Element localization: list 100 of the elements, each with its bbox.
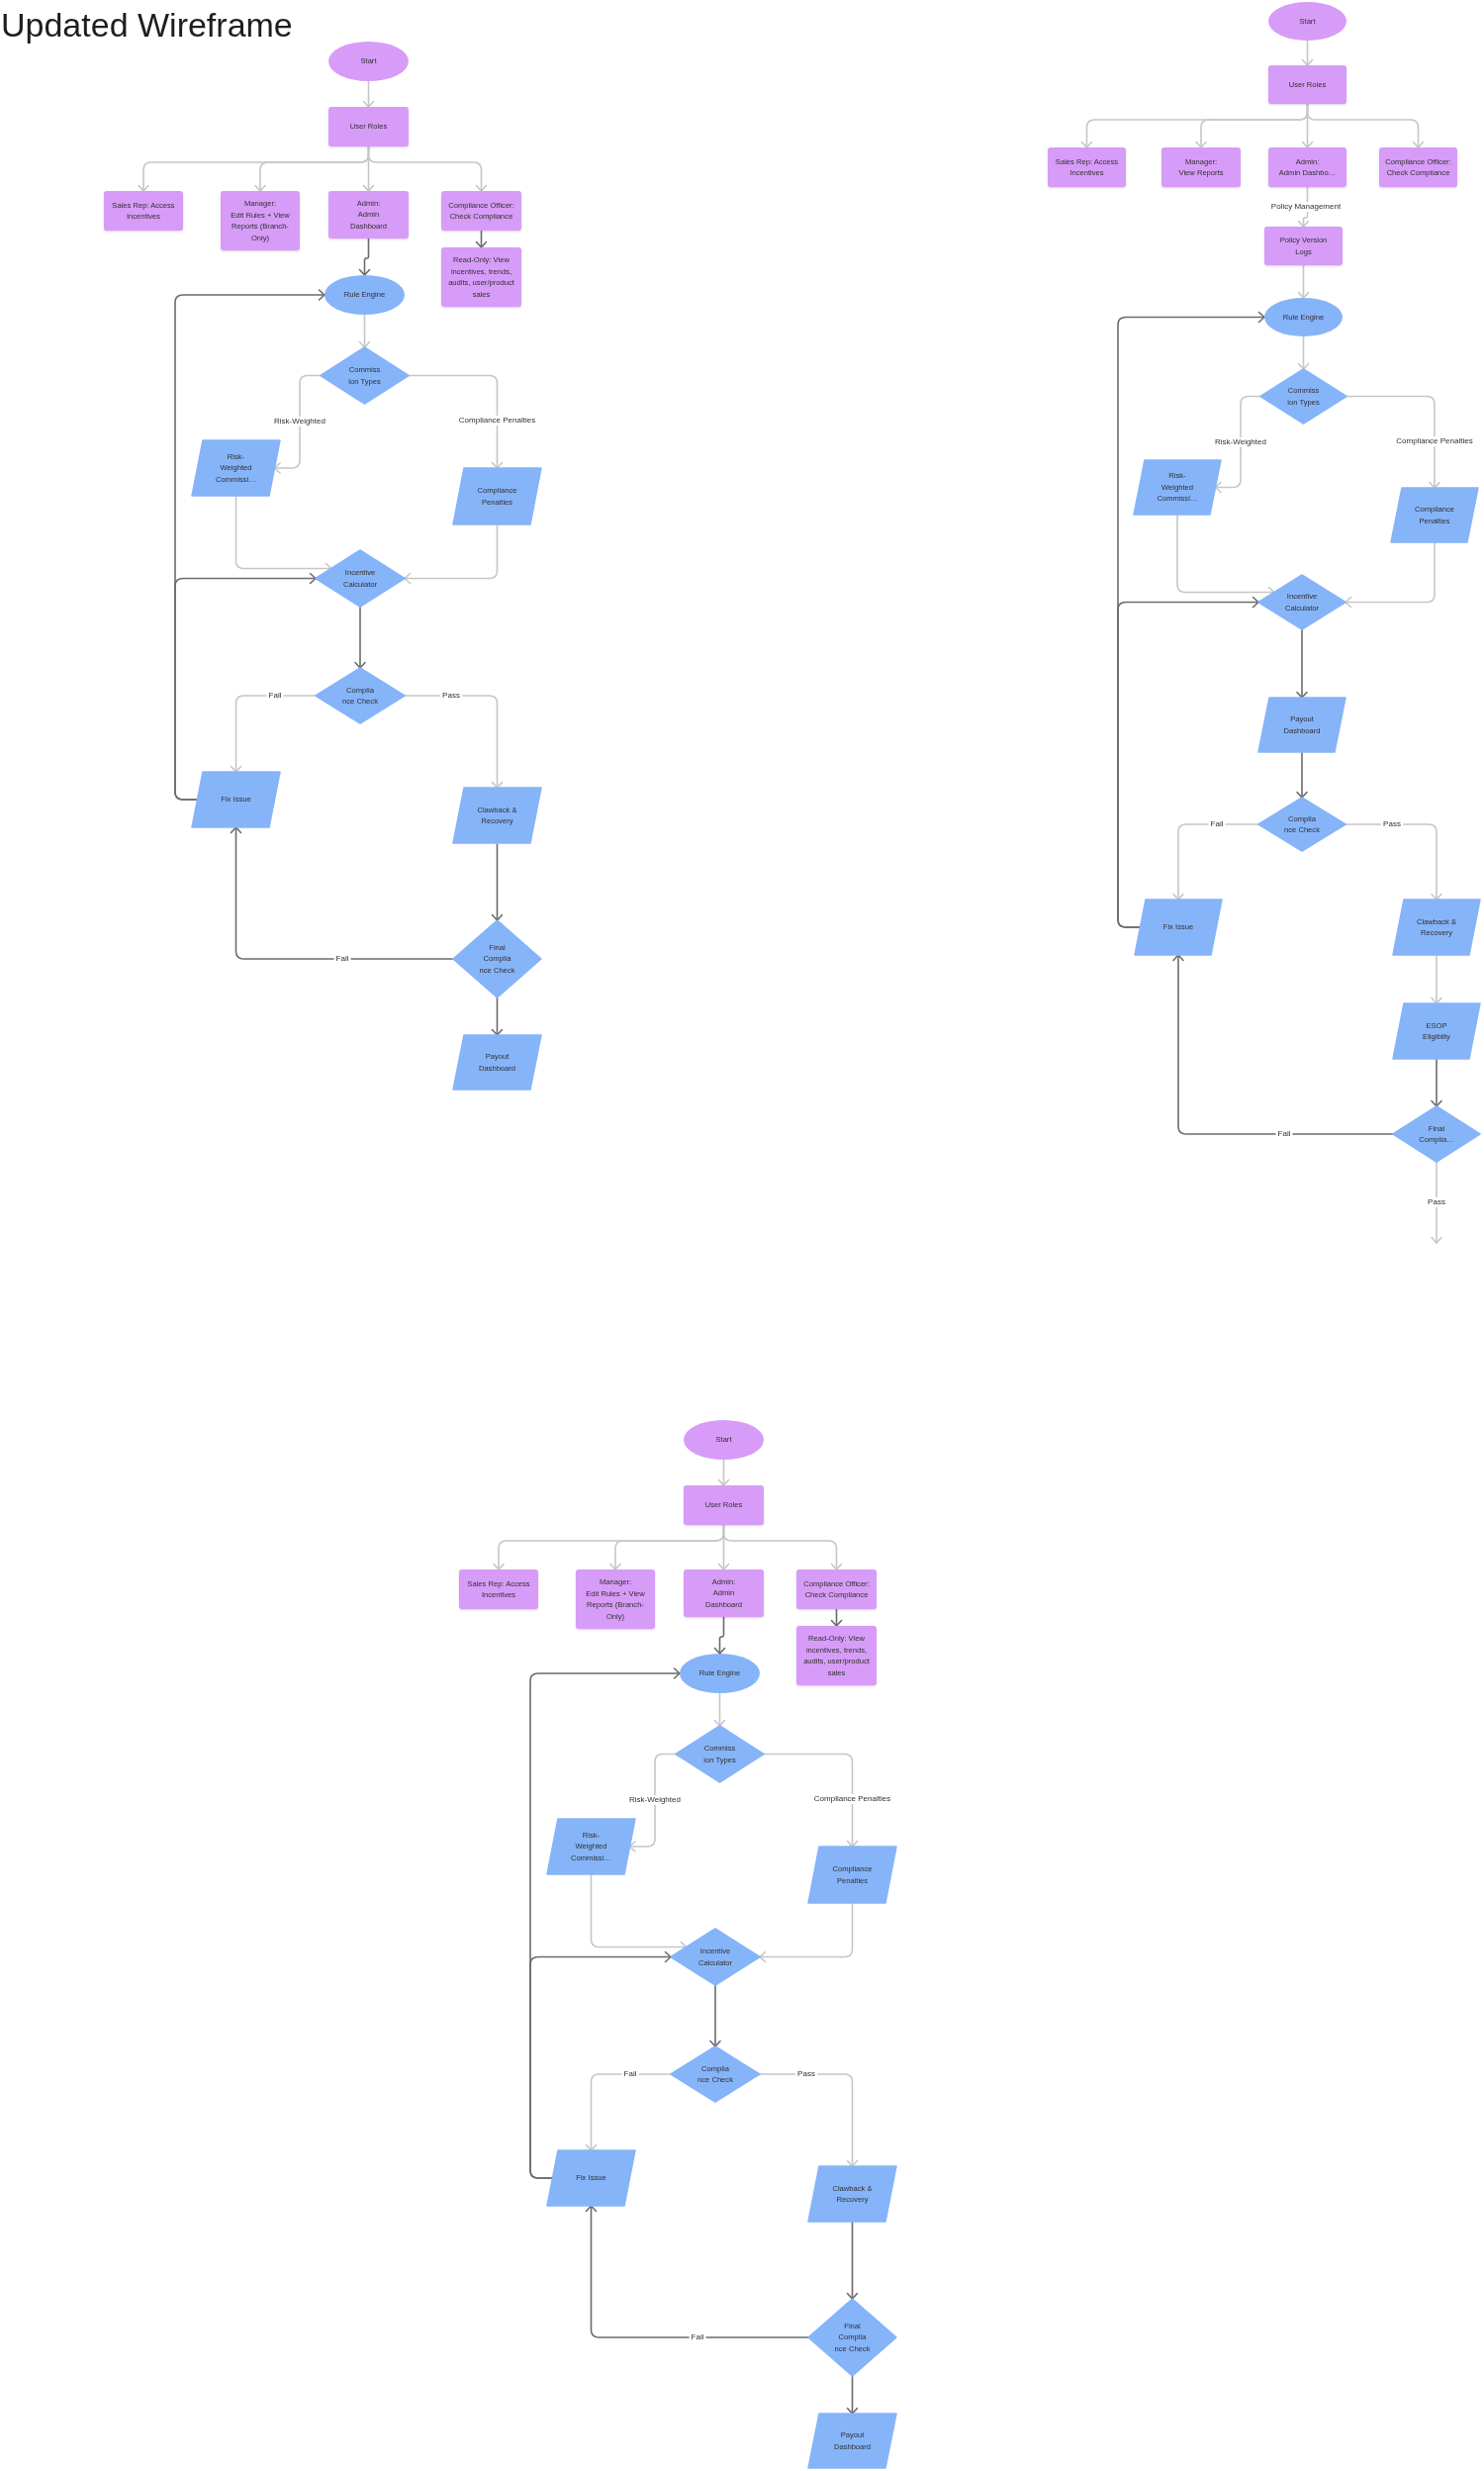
process-box: [459, 1569, 538, 1609]
flow-arrow: [1431, 954, 1442, 1004]
process-box: [684, 1569, 764, 1617]
edge-label: Compliance Penalties: [456, 416, 538, 426]
decision-diamond: [1258, 575, 1345, 629]
data-parallelogram: [453, 788, 541, 843]
flow-arrow: [1172, 823, 1259, 901]
flow-arrow: [1345, 823, 1442, 901]
decision-diamond: [671, 1929, 760, 1985]
data-parallelogram: [1391, 488, 1478, 542]
flow-arrow: [585, 2073, 672, 2151]
process-box: [1161, 147, 1241, 187]
flow-arrow: [713, 1692, 726, 1727]
flow-arrow: [1345, 541, 1436, 609]
decision-diamond: [808, 2299, 896, 2376]
decision-diamond: [321, 347, 409, 404]
flow-arrow: [404, 695, 504, 789]
flow-arrow: [1296, 751, 1308, 799]
flow-arrow: [1297, 264, 1310, 299]
decision-diamond: [676, 1726, 764, 1782]
flow-arrow: [1306, 103, 1425, 148]
data-parallelogram: [1135, 900, 1222, 955]
flow-arrow: [174, 572, 317, 801]
flow-arrow: [1214, 395, 1261, 494]
flow-arrow: [230, 695, 317, 773]
flow-arrow: [529, 1950, 672, 2179]
process-box: [1379, 147, 1457, 187]
flow-arrow: [763, 1753, 859, 1848]
flow-arrow: [1117, 596, 1259, 928]
edge-label: Compliance Penalties: [1394, 436, 1475, 446]
flow-arrow: [846, 2221, 859, 2300]
flow-arrow: [1431, 1161, 1442, 1244]
decision-diamond: [671, 2046, 760, 2102]
flow-arrow: [830, 1608, 843, 1627]
flow-arrow: [1345, 395, 1440, 489]
data-parallelogram: [1393, 1003, 1480, 1059]
flow-arrow: [404, 523, 499, 585]
edge-label: Fail: [621, 2069, 639, 2079]
edge-label: Pass: [440, 691, 462, 701]
data-parallelogram: [547, 2150, 635, 2206]
decision-diamond: [1258, 798, 1345, 851]
edge-label: Fail: [1275, 1129, 1293, 1139]
process-box: [104, 191, 183, 231]
flow-arrow: [230, 826, 454, 960]
data-parallelogram: [808, 2166, 896, 2222]
flow-arrow: [717, 1459, 730, 1486]
flow-arrow: [367, 145, 488, 192]
process-box: [328, 191, 409, 238]
data-parallelogram: [547, 1819, 635, 1874]
flow-arrow: [358, 238, 371, 276]
decision-diamond: [1260, 369, 1346, 424]
flow-arrow: [1301, 40, 1314, 66]
process-box: [576, 1569, 655, 1629]
flow-arrow: [846, 2375, 859, 2415]
flow-arrow: [1431, 1058, 1442, 1107]
flow-arrow: [628, 1753, 677, 1853]
process-box: [221, 191, 300, 250]
flow-arrow: [759, 2073, 859, 2167]
decision-diamond: [316, 668, 405, 723]
data-parallelogram: [1258, 698, 1345, 752]
flow-arrow: [1172, 954, 1394, 1135]
process-box: [441, 247, 521, 307]
flow-arrow: [358, 314, 371, 348]
process-box: [441, 191, 521, 231]
flow-arrow: [713, 1616, 726, 1655]
process-box: [796, 1569, 877, 1609]
data-parallelogram: [453, 1035, 541, 1090]
flow-arrow: [1296, 628, 1308, 699]
process-box: [1048, 147, 1126, 187]
edge-label: Fail: [1208, 819, 1226, 829]
edge-label: Pass: [795, 2069, 817, 2079]
edge-label: Risk-Weighted: [1213, 437, 1268, 447]
page-title: Updated Wireframe: [1, 5, 293, 45]
decision-diamond: [316, 550, 405, 607]
process-box: [796, 1626, 877, 1685]
flow-arrow: [491, 997, 504, 1036]
flow-arrow: [475, 230, 488, 248]
edge-label: Policy Management: [1268, 202, 1344, 212]
process-box: [1264, 227, 1343, 265]
flow-arrow: [273, 374, 322, 474]
edge-label: Fail: [689, 2332, 706, 2342]
flow-arrow: [759, 1902, 854, 1963]
decision-diamond: [1393, 1106, 1480, 1162]
flow-arrow: [408, 374, 504, 469]
flow-arrow: [709, 1984, 721, 2047]
flow-arrow: [491, 842, 504, 921]
data-parallelogram: [1134, 460, 1221, 515]
flow-arrow: [585, 2205, 809, 2338]
flow-arrow: [1297, 335, 1310, 370]
flow-arrow: [722, 1524, 843, 1570]
process-box: [328, 107, 409, 146]
flow-arrow: [354, 606, 366, 669]
edge-label: Fail: [266, 691, 284, 701]
edge-label: Compliance Penalties: [811, 1794, 893, 1804]
data-parallelogram: [192, 440, 280, 496]
edge-label: Risk-Weighted: [627, 1795, 683, 1805]
data-parallelogram: [1393, 900, 1480, 955]
edge-label: Fail: [333, 954, 351, 964]
flow-arrow: [362, 80, 375, 108]
data-parallelogram: [192, 772, 280, 827]
